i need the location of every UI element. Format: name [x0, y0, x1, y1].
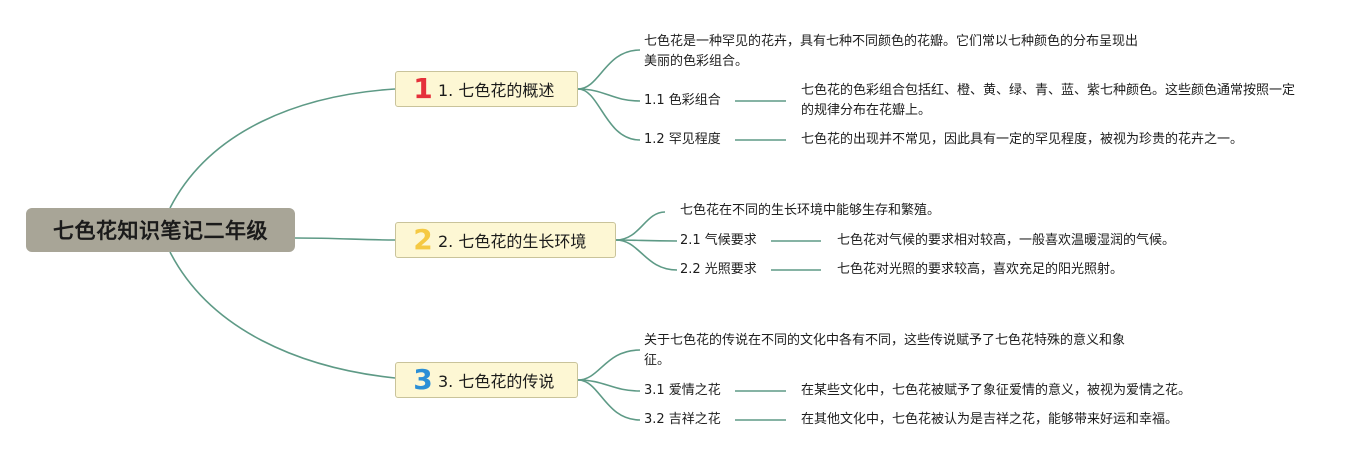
- connector-b1-intro: [577, 49, 641, 90]
- subtopic-2-2-desc: 七色花对光照的要求较高，喜欢充足的阳光照射。: [837, 262, 1124, 277]
- branch-topic-2-label: 2. 七色花的生长环境: [438, 232, 587, 251]
- number-1-icon: 1: [413, 72, 433, 105]
- root-topic[interactable]: 七色花知识笔记二年级: [26, 208, 295, 252]
- branch-topic-3-label: 3. 七色花的传说: [438, 372, 555, 391]
- subtopic-3-2-desc: 在其他文化中，七色花被认为是吉祥之花，能够带来好运和幸福。: [801, 412, 1179, 427]
- connector-b1-sub2: [577, 88, 641, 141]
- subtopic-1-2[interactable]: 1.2 罕见程度: [644, 132, 721, 147]
- connector-b3-sub2: [577, 379, 641, 421]
- subtopic-1-1-desc: 七色花的色彩组合包括红、橙、黄、绿、青、蓝、紫七种颜色。这些颜色通常按照一定的规…: [801, 83, 1296, 118]
- branch-topic-3[interactable]: 3 3. 七色花的传说: [395, 362, 578, 398]
- number-3-icon: 3: [413, 363, 433, 396]
- branch-1-intro: 七色花是一种罕见的花卉，具有七种不同颜色的花瓣。它们常以七种颜色的分布呈现出美丽…: [644, 34, 1139, 69]
- number-2-icon: 2: [413, 223, 433, 256]
- connector-b1-sub1: [577, 88, 641, 102]
- subtopic-2-2[interactable]: 2.2 光照要求: [680, 262, 757, 277]
- connector-root-branch-1: [169, 88, 396, 209]
- connector-root-branch-3: [169, 251, 396, 379]
- connector-b2-sub2: [615, 239, 678, 271]
- subtopic-1-2-desc: 七色花的出现并不常见，因此具有一定的罕见程度，被视为珍贵的花卉之一。: [801, 132, 1244, 147]
- subtopic-1-1[interactable]: 1.1 色彩组合: [644, 93, 721, 108]
- subtopic-2-1[interactable]: 2.1 气候要求: [680, 233, 757, 248]
- subtopic-3-1[interactable]: 3.1 爱情之花: [644, 383, 721, 398]
- branch-3-intro: 关于七色花的传说在不同的文化中各有不同，这些传说赋予了七色花特殊的意义和象征。: [644, 333, 1126, 368]
- branch-topic-1-label: 1. 七色花的概述: [438, 81, 555, 100]
- connector-b3-intro: [577, 349, 641, 381]
- connector-b2-intro: [615, 211, 666, 241]
- subtopic-2-1-desc: 七色花对气候的要求相对较高，一般喜欢温暖湿润的气候。: [837, 233, 1176, 248]
- subtopic-3-2[interactable]: 3.2 吉祥之花: [644, 412, 721, 427]
- branch-2-intro: 七色花在不同的生长环境中能够生存和繁殖。: [680, 203, 941, 218]
- branch-topic-1[interactable]: 1 1. 七色花的概述: [395, 71, 578, 107]
- branch-topic-2[interactable]: 2 2. 七色花的生长环境: [395, 222, 616, 258]
- connector-b3-sub1: [577, 379, 641, 392]
- root-topic-label: 七色花知识笔记二年级: [53, 219, 268, 243]
- connector-root-branch-2: [294, 237, 396, 241]
- subtopic-3-1-desc: 在某些文化中，七色花被赋予了象征爱情的意义，被视为爱情之花。: [801, 383, 1192, 398]
